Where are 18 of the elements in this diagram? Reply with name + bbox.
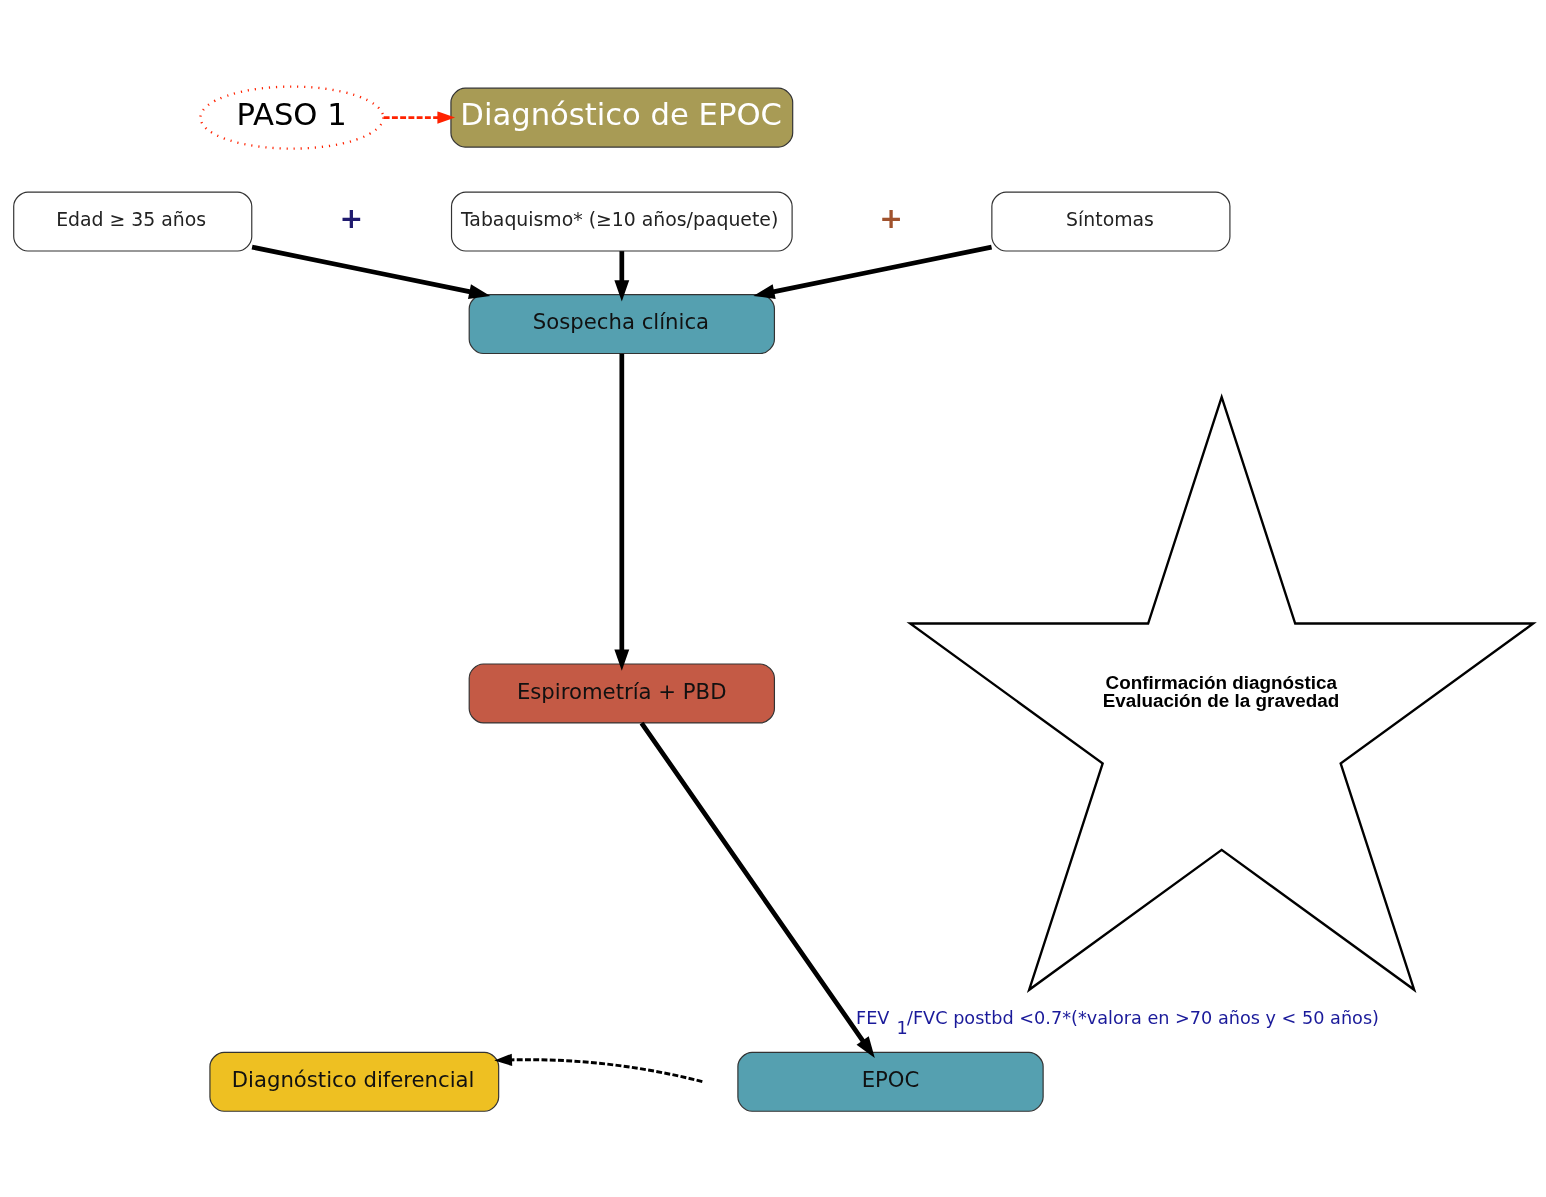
arrow (752, 244, 992, 299)
arrow (493, 1053, 703, 1083)
node-ellipse: PASO 1 (198, 84, 384, 150)
node-box: Diagnóstico diferencial (208, 1051, 499, 1112)
label: + (339, 201, 363, 235)
node-box: Tabaquismo* (≥10 años/paquete) (450, 190, 793, 252)
node-box: Sospecha clínica (468, 293, 775, 354)
node-box: Diagnóstico de EPOC (449, 87, 793, 148)
node-box: EPOC (736, 1051, 1044, 1112)
label: + (878, 201, 903, 235)
arrow (639, 721, 875, 1058)
arrow (383, 110, 455, 124)
node-box: Espirometría + PBD (468, 662, 775, 724)
arrow (251, 244, 490, 299)
node-box: Síntomas (990, 190, 1230, 252)
arrow (613, 250, 629, 301)
arrow (613, 353, 629, 671)
node-box: Edad ≥ 35 años (12, 190, 252, 252)
